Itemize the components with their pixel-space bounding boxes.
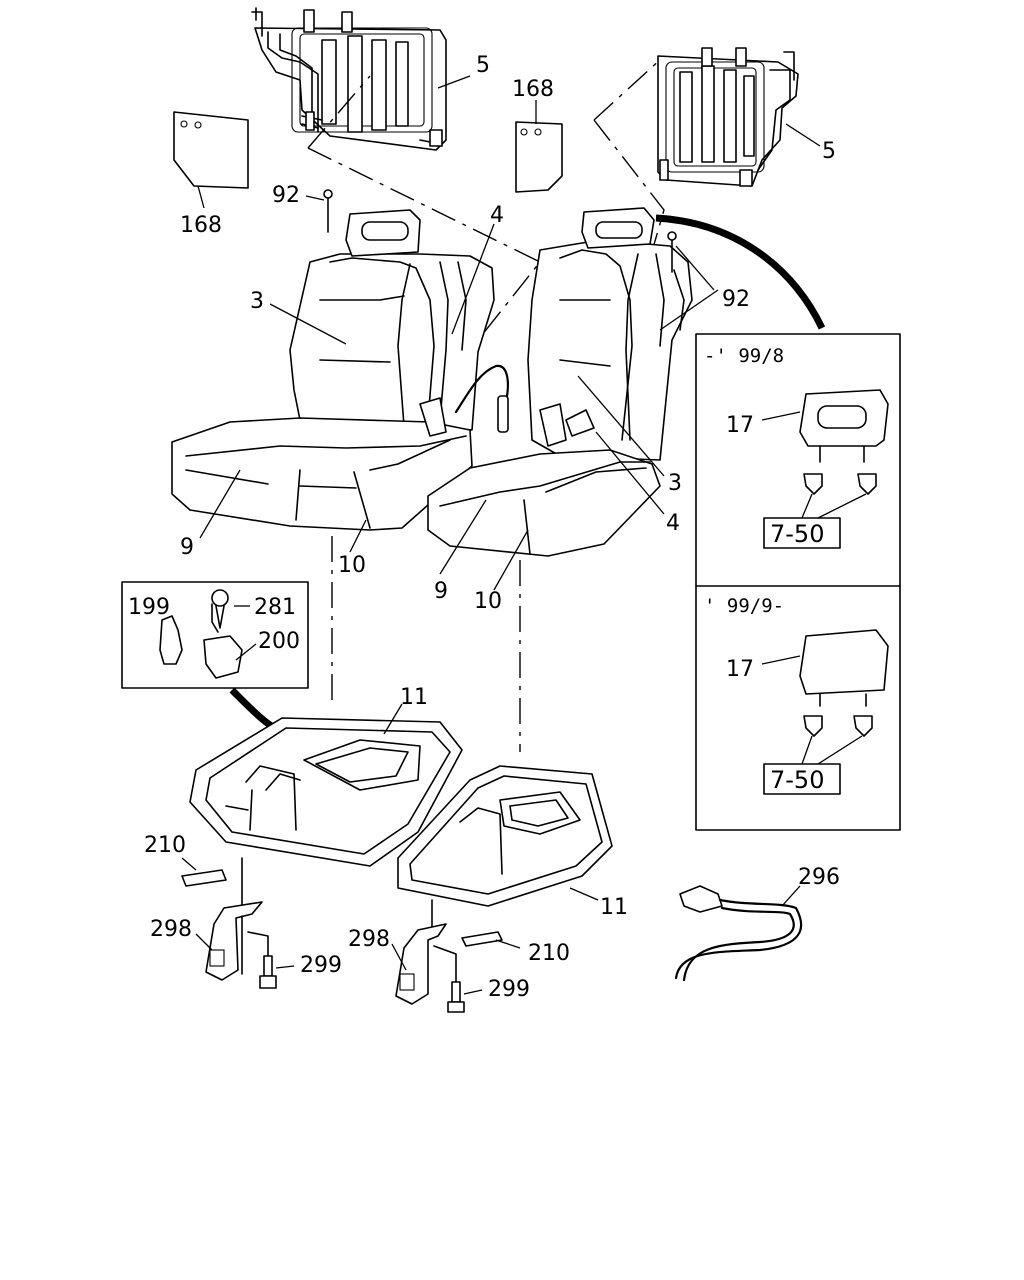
label-9-right: 9 <box>434 579 448 604</box>
label-4-left: 4 <box>490 203 504 228</box>
label-210-left: 210 <box>144 833 186 858</box>
seat-back-frame-right <box>657 47 799 187</box>
bracket-right <box>395 899 465 1013</box>
label-199: 199 <box>128 595 170 620</box>
label-10-left: 10 <box>338 553 366 578</box>
label-92-right: 92 <box>722 287 750 312</box>
back-board-left <box>173 111 249 189</box>
pad-left <box>181 869 227 887</box>
inset-top-caption: -' 99/8 <box>704 345 784 367</box>
bracket-left <box>205 857 277 989</box>
label-200: 200 <box>258 629 300 654</box>
label-299-left: 299 <box>300 953 342 978</box>
leader-lines <box>181 75 821 995</box>
label-92-left: 92 <box>272 183 300 208</box>
pad-right <box>461 931 503 947</box>
clip-inset <box>121 581 309 689</box>
label-5-right: 5 <box>822 139 836 164</box>
inset-text: -' 99/8 17 7-50 ' 99/9- 17 7-50 <box>704 345 824 794</box>
seat-left <box>171 209 509 531</box>
part-labels: 5 5 168 168 92 92 4 4 3 3 9 9 10 10 11 1… <box>128 53 840 1002</box>
label-299-right: 299 <box>488 977 530 1002</box>
label-296: 296 <box>798 865 840 890</box>
inset-bottom-ref-box: 7-50 <box>770 766 824 794</box>
label-9-left: 9 <box>180 535 194 560</box>
seat-frame-right <box>397 765 613 907</box>
seat-belt <box>674 885 803 982</box>
inset-bottom-part-label: 17 <box>726 657 754 682</box>
label-11-right: 11 <box>600 895 628 920</box>
label-11-left: 11 <box>400 685 428 710</box>
label-10-right: 10 <box>474 589 502 614</box>
label-168-mid: 168 <box>512 77 554 102</box>
back-board-right <box>515 121 563 193</box>
seat-frame-left <box>189 717 463 867</box>
label-4-right: 4 <box>666 511 680 536</box>
inset-bottom-caption: ' 99/9- <box>704 595 784 617</box>
label-298-left: 298 <box>150 917 192 942</box>
label-298-right: 298 <box>348 927 390 952</box>
headrest-rod-left <box>323 189 333 233</box>
label-3-left: 3 <box>250 289 264 314</box>
inset-top-part-label: 17 <box>726 413 754 438</box>
label-168-left: 168 <box>180 213 222 238</box>
seat-back-frame-left <box>251 7 447 151</box>
seat-right <box>427 207 693 557</box>
inset-callout-arrow-top <box>655 214 826 330</box>
label-5-top: 5 <box>476 53 490 78</box>
headrest-inset <box>695 333 901 831</box>
label-3-right: 3 <box>668 471 682 496</box>
label-281: 281 <box>254 595 296 620</box>
inset-top-ref-box: 7-50 <box>770 520 824 548</box>
label-210-right: 210 <box>528 941 570 966</box>
